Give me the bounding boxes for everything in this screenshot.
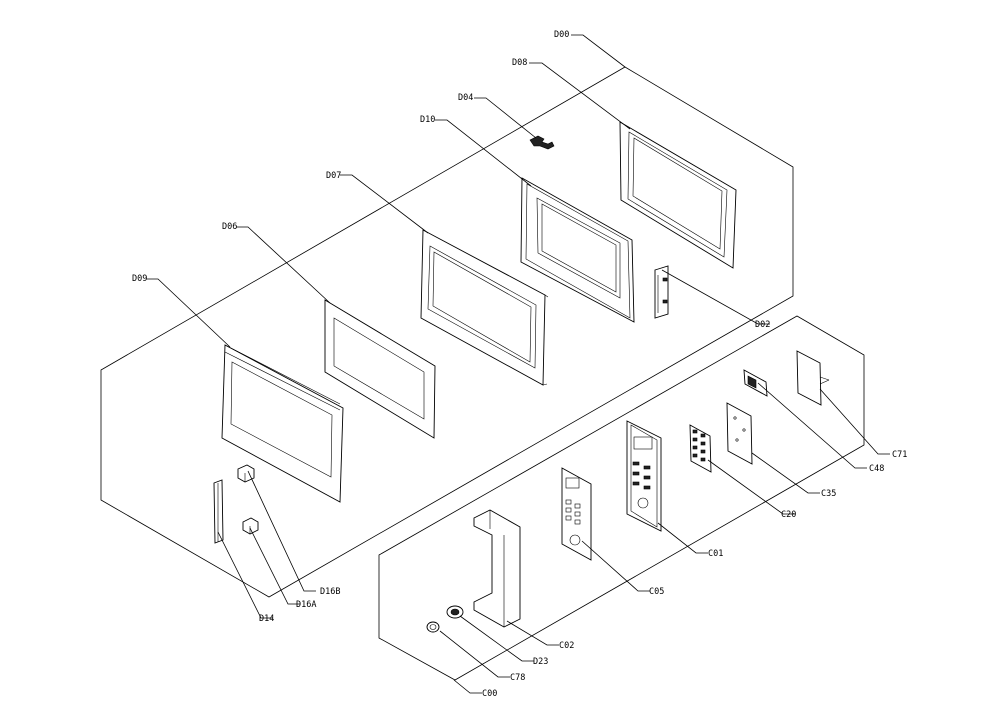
label-c02: C02 bbox=[559, 641, 574, 651]
control-panel-assembly-outline bbox=[378, 315, 865, 681]
label-c35: C35 bbox=[821, 489, 836, 499]
part-d16a-clip bbox=[242, 517, 259, 535]
part-c02-handle bbox=[473, 509, 521, 628]
label-d16b: D16B bbox=[320, 587, 340, 597]
label-d23: D23 bbox=[533, 657, 548, 667]
part-c01-control-panel bbox=[626, 420, 662, 532]
part-d23-knob bbox=[446, 605, 464, 619]
part-d10-inner-door-frame bbox=[520, 177, 635, 323]
label-c48: C48 bbox=[869, 464, 884, 474]
part-d07-door-frame bbox=[420, 229, 549, 386]
part-d04-latch-hook bbox=[529, 135, 555, 150]
label-d16a: D16A bbox=[296, 600, 316, 610]
label-c01: C01 bbox=[708, 549, 723, 559]
part-c35-pcb bbox=[726, 402, 753, 465]
label-d06: D06 bbox=[222, 222, 237, 232]
part-c71-bracket bbox=[796, 350, 830, 406]
label-c78: C78 bbox=[510, 673, 525, 683]
label-d10: D10 bbox=[420, 115, 435, 125]
label-c05: C05 bbox=[649, 587, 664, 597]
part-d02-hinge-bracket bbox=[654, 265, 669, 319]
part-c78-ring bbox=[426, 621, 440, 633]
label-d08: D08 bbox=[512, 58, 527, 68]
label-c71: C71 bbox=[892, 450, 907, 460]
part-d08-outer-door-frame bbox=[619, 121, 737, 269]
label-d02: D02 bbox=[755, 320, 770, 330]
part-d09-choke-cover bbox=[221, 344, 344, 503]
leader-lines bbox=[146, 34, 890, 694]
part-d16b-clip bbox=[237, 464, 255, 483]
label-d07: D07 bbox=[326, 171, 341, 181]
label-c00: C00 bbox=[482, 689, 497, 699]
part-d06-door-glass bbox=[324, 299, 436, 439]
label-d09: D09 bbox=[132, 274, 147, 284]
part-c48-switch bbox=[743, 369, 768, 397]
label-c20: C20 bbox=[781, 510, 796, 520]
label-d04: D04 bbox=[458, 93, 473, 103]
part-c05-panel-overlay bbox=[561, 467, 592, 561]
label-d14: D14 bbox=[259, 614, 274, 624]
part-c20-keypad bbox=[689, 424, 712, 473]
label-d00: D00 bbox=[554, 30, 569, 40]
